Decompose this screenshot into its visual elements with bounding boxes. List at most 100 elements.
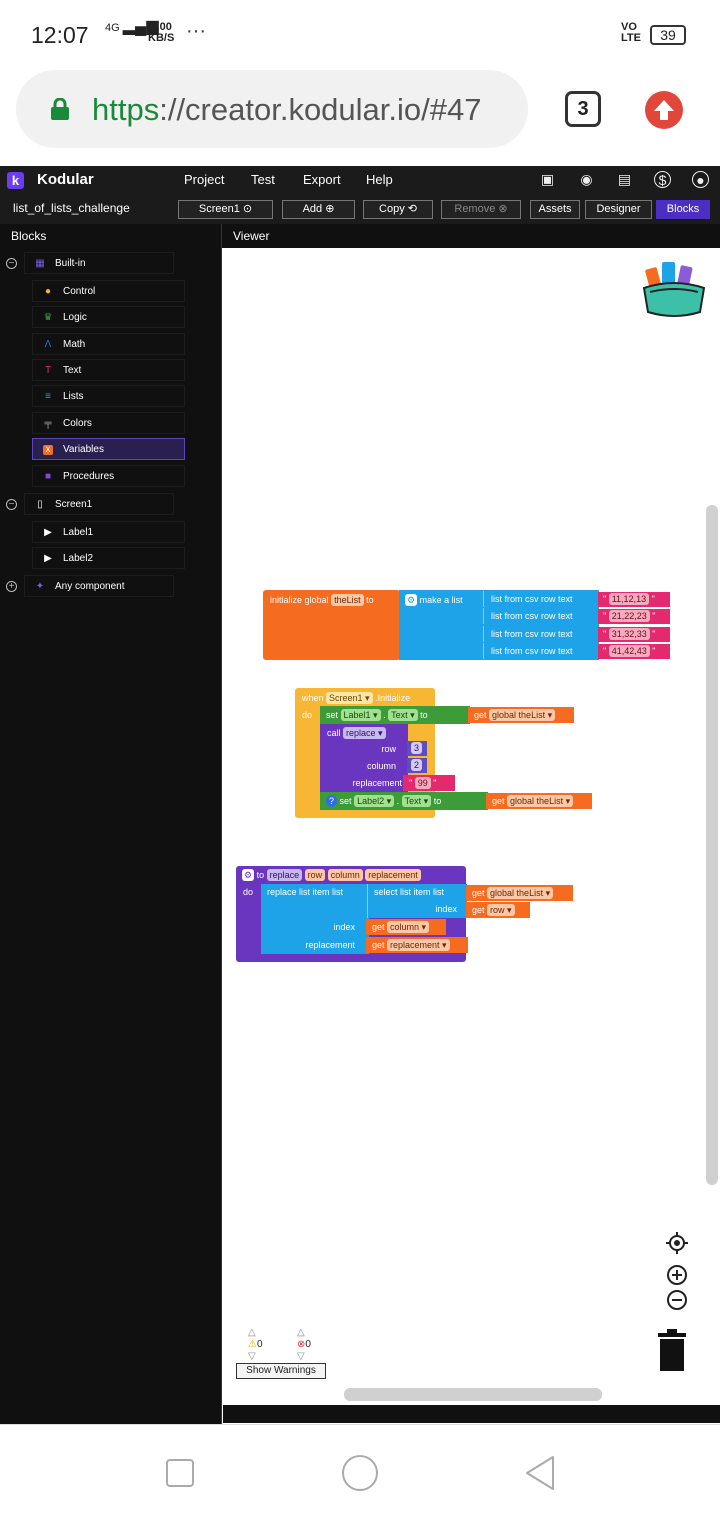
init-global-block[interactable]: initialize global theList to xyxy=(263,590,400,660)
tab-count-button[interactable]: 3 xyxy=(565,91,601,127)
palette-icon[interactable]: ◉ xyxy=(580,171,593,187)
csv-row-block[interactable]: list from csv row text xyxy=(483,626,599,642)
warning-nav-down-icon[interactable]: ▽ xyxy=(248,1351,256,1362)
text-string-block[interactable]: " 99 " xyxy=(403,775,455,791)
dollar-icon[interactable]: $ xyxy=(654,171,671,188)
update-button[interactable] xyxy=(645,91,683,129)
folder-icon[interactable]: ▣ xyxy=(540,171,555,187)
sidebar-item-colors[interactable]: ╤ Colors xyxy=(32,412,185,434)
gear-icon[interactable]: ⚙ xyxy=(405,594,418,606)
menu-help[interactable]: Help xyxy=(366,172,393,187)
sidebar-item-lists[interactable]: ≡ Lists xyxy=(32,385,185,407)
select-list-item-block[interactable]: select list item list index xyxy=(367,884,467,918)
menu-project[interactable]: Project xyxy=(184,172,225,187)
backpack-icon[interactable] xyxy=(640,258,708,318)
get-column-block[interactable]: get column ▾ xyxy=(366,919,446,935)
recenter-icon[interactable] xyxy=(666,1232,688,1254)
sidebar-item-procedures[interactable]: ■ Procedures xyxy=(32,465,185,487)
copy-screen-button[interactable]: Copy ⟲ xyxy=(363,200,433,219)
var-name-field[interactable]: theList xyxy=(331,594,364,606)
volte-badge: VO LTE xyxy=(621,21,641,44)
csv-row-block[interactable]: list from csv row text xyxy=(483,643,599,659)
csv-row-block[interactable]: list from csv row text xyxy=(483,591,599,607)
replace-list-item-block[interactable]: replace list item list index replacement xyxy=(261,884,369,954)
sidebar-item-label1[interactable]: ▶ Label1 xyxy=(32,521,185,543)
get-row-block[interactable]: get row ▾ xyxy=(466,902,530,918)
sidebar-item-any-component[interactable]: ✦ Any component xyxy=(24,575,174,597)
library-icon[interactable]: ▤ xyxy=(617,171,632,187)
text-string-block[interactable]: " 41,42,43 " xyxy=(598,644,670,659)
text-string-block[interactable]: " 21,22,23 " xyxy=(598,609,670,624)
back-icon[interactable] xyxy=(523,1455,557,1491)
collapse-icon[interactable]: − xyxy=(6,499,17,510)
gear-icon[interactable]: ⚙ xyxy=(242,869,255,881)
sidebar-item-math[interactable]: Λ Math xyxy=(32,333,185,355)
workspace-footer xyxy=(223,1405,720,1423)
collapse-icon[interactable]: − xyxy=(6,258,17,269)
text-prop-dropdown[interactable]: Text ▾ xyxy=(388,709,418,721)
proc-dropdown[interactable]: replace ▾ xyxy=(343,727,386,739)
number-block[interactable]: 2 xyxy=(407,758,427,773)
paint-roller-icon: ╤ xyxy=(44,418,52,429)
get-global-block[interactable]: get global theList ▾ xyxy=(468,707,574,723)
trash-icon[interactable] xyxy=(656,1329,688,1371)
zoom-in-icon[interactable] xyxy=(666,1264,688,1286)
menu-test[interactable]: Test xyxy=(251,172,275,187)
blocks-workspace[interactable] xyxy=(223,248,720,1405)
sidebar-item-logic[interactable]: ♛ Logic xyxy=(32,306,185,328)
sidebar-item-variables[interactable]: x Variables xyxy=(32,438,185,460)
error-nav-down-icon[interactable]: ▽ xyxy=(297,1351,305,1362)
designer-button[interactable]: Designer xyxy=(585,200,652,219)
proc-name-field[interactable]: replace xyxy=(266,869,303,881)
remove-screen-button[interactable]: Remove ⊗ xyxy=(441,200,521,219)
text-string-block[interactable]: " 11,12,13 " xyxy=(598,592,670,607)
screen-dropdown[interactable]: Screen1 ▾ xyxy=(326,692,373,704)
speed-indicator: 0.00 KB/S xyxy=(148,21,175,44)
horizontal-scrollbar[interactable] xyxy=(344,1388,602,1401)
blocks-sidebar xyxy=(0,224,222,1424)
more-dots-icon: ··· xyxy=(186,20,206,42)
expand-icon[interactable]: + xyxy=(6,581,17,592)
menu-export[interactable]: Export xyxy=(303,172,341,187)
account-icon[interactable]: ● xyxy=(692,171,709,188)
error-indicator: ⊗0 xyxy=(297,1339,311,1350)
screen-select-button[interactable]: Screen1 ⊙ xyxy=(178,200,273,219)
error-nav-up-icon[interactable]: △ xyxy=(297,1327,305,1338)
get-replacement-block[interactable]: get replacement ▾ xyxy=(366,937,468,953)
number-block[interactable]: 3 xyxy=(407,741,427,756)
system-nav-bar xyxy=(0,1424,720,1520)
help-icon[interactable]: ? xyxy=(326,795,338,807)
get-global-block[interactable]: get global theList ▾ xyxy=(486,793,592,809)
label2-dropdown[interactable]: Label2 ▾ xyxy=(354,795,395,807)
network-indicator: 4G ▂▄▆ xyxy=(105,18,159,35)
set-label1-block[interactable]: set Label1 ▾ . Text ▾ to xyxy=(320,706,470,724)
zoom-out-icon[interactable] xyxy=(666,1289,688,1311)
sidebar-item-screen1[interactable]: ▯ Screen1 xyxy=(24,493,174,515)
warning-nav-up-icon[interactable]: △ xyxy=(248,1327,256,1338)
add-screen-button[interactable]: Add ⊕ xyxy=(282,200,355,219)
label1-dropdown[interactable]: Label1 ▾ xyxy=(340,709,381,721)
warning-icon: ⚠ xyxy=(248,1339,257,1350)
url-bar[interactable] xyxy=(16,70,528,148)
blocks-button[interactable]: Blocks xyxy=(656,200,710,219)
assets-button[interactable]: Assets xyxy=(530,200,580,219)
sidebar-item-label2[interactable]: ▶ Label2 xyxy=(32,547,185,569)
recents-icon[interactable] xyxy=(165,1458,195,1488)
viewer-header-bar xyxy=(222,224,720,248)
sidebar-item-text[interactable]: T Text xyxy=(32,359,185,381)
url-text[interactable]: https://creator.kodular.io/#47 xyxy=(92,92,482,127)
text-prop-dropdown[interactable]: Text ▾ xyxy=(401,795,432,807)
csv-row-block[interactable]: list from csv row text xyxy=(483,608,599,624)
show-warnings-button[interactable]: Show Warnings xyxy=(236,1363,326,1379)
set-label2-block[interactable]: ? set Label2 ▾ . Text ▾ to xyxy=(320,792,488,810)
vertical-scrollbar[interactable] xyxy=(706,505,718,1185)
text-string-block[interactable]: " 31,32,33 " xyxy=(598,627,670,642)
sidebar-item-control[interactable]: ● Control xyxy=(32,280,185,302)
call-replace-block[interactable]: call replace ▾ row column replacement xyxy=(320,724,408,792)
sidebar-header: Blocks xyxy=(11,229,47,243)
viewer-header: Viewer xyxy=(233,229,270,243)
sidebar-item-builtin[interactable]: ▦ Built-in xyxy=(24,252,174,274)
home-icon[interactable] xyxy=(341,1454,379,1492)
lock-icon xyxy=(51,98,69,120)
get-global-block[interactable]: get global theList ▾ xyxy=(466,885,573,901)
